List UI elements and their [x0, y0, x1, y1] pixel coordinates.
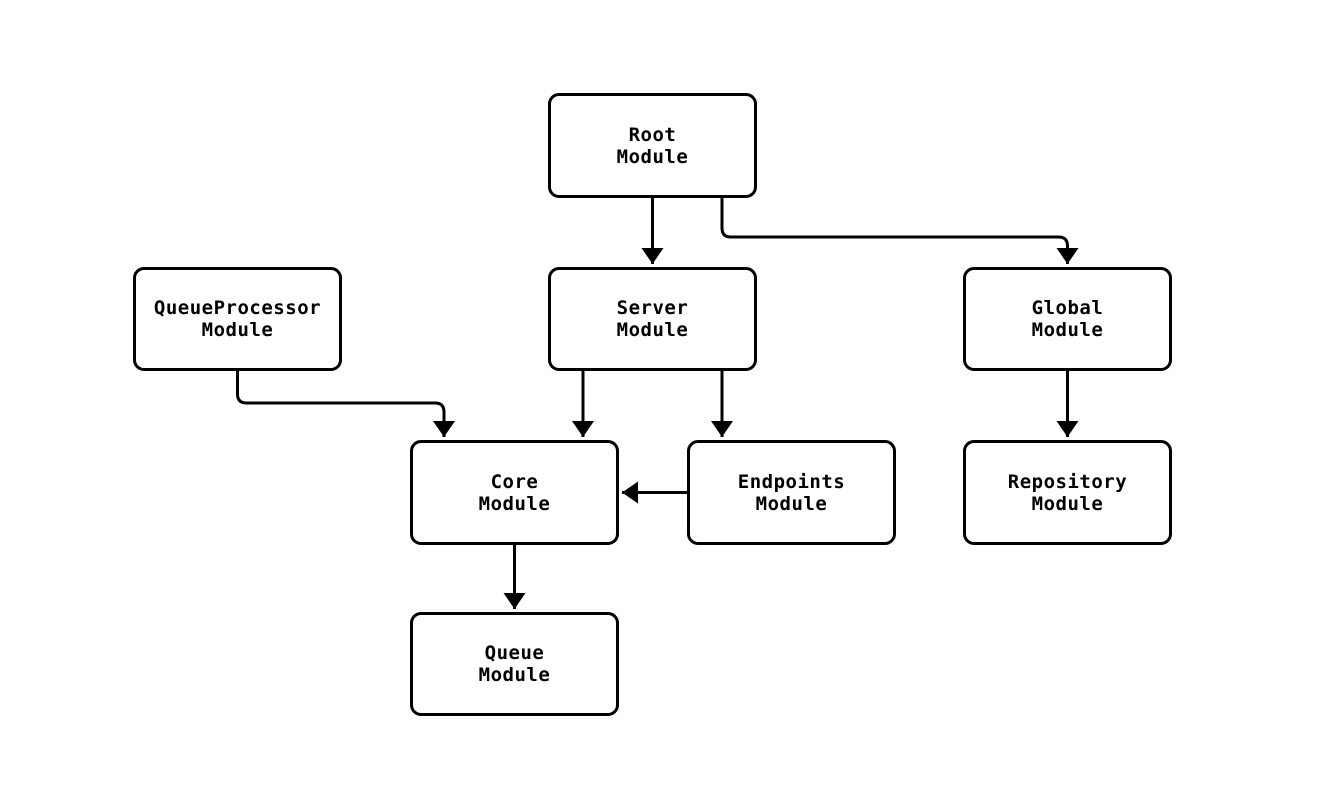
- node-root-module: Root Module: [548, 93, 757, 198]
- node-queue-module-label: Queue Module: [478, 642, 551, 686]
- node-server-module: Server Module: [548, 267, 757, 371]
- edge-queueprocessor-to-core: [236, 371, 455, 437]
- node-queue-module: Queue Module: [410, 612, 619, 716]
- node-endpoints-module: Endpoints Module: [687, 440, 896, 545]
- node-global-module-label: Global Module: [1031, 297, 1104, 341]
- node-global-module: Global Module: [963, 267, 1172, 371]
- node-endpoints-module-label: Endpoints Module: [737, 470, 846, 515]
- node-queueprocessor-module-label: QueueProcessor Module: [153, 297, 322, 341]
- node-root-module-label: Root Module: [616, 123, 689, 168]
- node-server-module-label: Server Module: [616, 297, 689, 341]
- node-repository-module-label: Repository Module: [1007, 470, 1128, 515]
- node-repository-module: Repository Module: [963, 440, 1172, 545]
- node-core-module-label: Core Module: [478, 470, 551, 515]
- node-core-module: Core Module: [410, 440, 619, 545]
- node-queueprocessor-module: QueueProcessor Module: [133, 267, 342, 371]
- edge-root-to-global: [720, 198, 1079, 264]
